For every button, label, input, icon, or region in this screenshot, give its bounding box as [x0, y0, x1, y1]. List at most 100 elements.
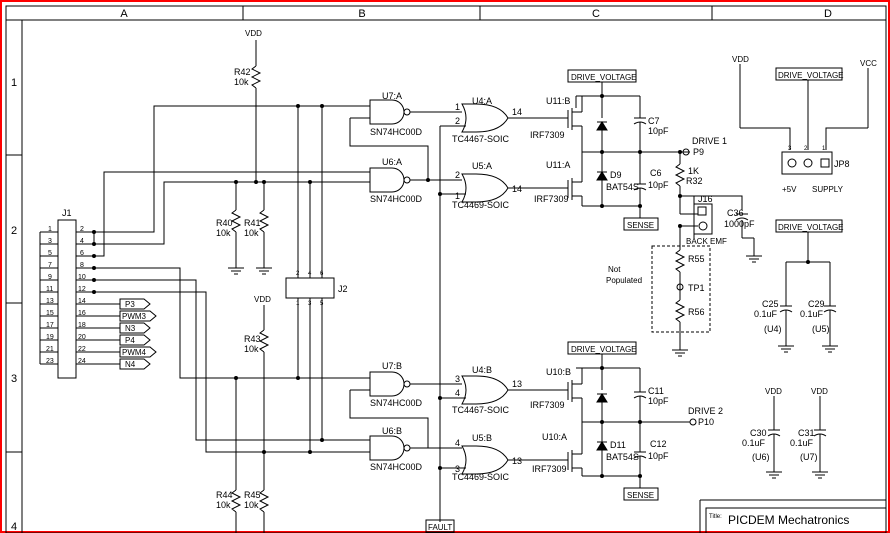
drive1-test-point	[682, 148, 690, 156]
svg-text:24: 24	[78, 358, 86, 365]
row-label-3: 3	[11, 373, 17, 385]
drive-voltage-supply: DRIVE_VOLTAGE	[778, 71, 844, 80]
c12-ref: C12	[650, 439, 667, 449]
nand-gate-u6a	[369, 167, 405, 193]
jp8-label-5v: +5V	[782, 185, 797, 194]
svg-text:7: 7	[48, 262, 52, 269]
j1-connector-body	[57, 219, 77, 379]
sense-label-bottom	[623, 487, 659, 501]
svg-text:3: 3	[308, 301, 312, 307]
driver-u5b	[461, 445, 509, 475]
u7a-ref: U7:A	[382, 91, 402, 101]
row-label-4: 4	[11, 521, 17, 533]
row-label-1: 1	[11, 77, 17, 89]
j1-label: J1	[62, 208, 72, 218]
d9-ref: D9	[610, 170, 622, 180]
signal-p4: P4	[125, 336, 135, 345]
u5a-ref: U5:A	[472, 161, 492, 171]
svg-text:13: 13	[46, 298, 54, 305]
svg-text:4: 4	[80, 238, 84, 245]
title-block-label: Title:	[709, 514, 722, 520]
svg-text:1: 1	[455, 102, 460, 112]
flag-pwm3	[119, 310, 157, 322]
svg-text:4: 4	[455, 438, 460, 448]
signal-pwm3: PWM3	[122, 312, 147, 321]
sense-label-top	[623, 217, 659, 231]
p10-label: P10	[698, 417, 714, 427]
c31-ref: C31	[798, 428, 815, 438]
drive-voltage-label-decoupling	[775, 219, 843, 233]
svg-text:11: 11	[46, 286, 53, 293]
r56-ref: R56	[688, 307, 705, 317]
svg-text:4: 4	[308, 271, 312, 277]
r42-value: 10k	[234, 77, 249, 87]
svg-text:14: 14	[512, 184, 522, 194]
p9-label: P9	[693, 147, 704, 157]
driver-u4a	[461, 103, 509, 133]
svg-text:3: 3	[455, 374, 460, 384]
flag-pwm4	[119, 346, 157, 358]
drive-voltage-bottom: DRIVE_VOLTAGE	[571, 345, 637, 354]
u6b-ref: U6:B	[382, 426, 402, 436]
d11-part: BAT54S	[606, 452, 639, 462]
c30-value: 0.1uF	[742, 438, 766, 448]
j16-connector-body	[693, 203, 713, 235]
driver-u5a	[461, 173, 509, 203]
vdd-r42: VDD	[245, 29, 262, 38]
c30-unit: (U6)	[752, 452, 770, 462]
svg-text:2: 2	[455, 170, 460, 180]
u4a-ref: U4:A	[472, 96, 492, 106]
u6a-ref: U6:A	[382, 157, 402, 167]
d11-ref: D11	[610, 440, 626, 450]
r42-ref: R42	[234, 67, 251, 77]
drawing-frame	[5, 5, 887, 533]
driver-u4b	[461, 375, 509, 405]
row-label-2: 2	[11, 225, 17, 237]
svg-text:2: 2	[455, 116, 460, 126]
r45-value: 10k	[244, 500, 259, 510]
vcc-supply: VCC	[860, 59, 877, 68]
driver-pin-numbers: 1 2 14 2 1 14 3 4 13 4 3 13	[455, 102, 522, 474]
u5a-part: TC4469-SOIC	[452, 200, 510, 210]
drive-voltage-decoupling: DRIVE_VOLTAGE	[778, 223, 844, 232]
jp8-connector-body	[781, 151, 833, 175]
r44-ref: R44	[216, 490, 233, 500]
u6b-part: SN74HC00D	[370, 462, 423, 472]
column-label-b: B	[358, 8, 365, 20]
nand-gate-u6b	[369, 435, 405, 461]
flag-n4	[119, 358, 151, 370]
svg-text:15: 15	[46, 310, 54, 317]
c29-unit: (U5)	[812, 324, 830, 334]
j1-pin-numbers-right: 2 4 6 8 10 12 14 16 18 20 22 24	[78, 226, 86, 365]
svg-text:5: 5	[48, 250, 52, 257]
drive1-label: DRIVE 1	[692, 136, 727, 146]
u4a-part: TC4467-SOIC	[452, 134, 510, 144]
r32-ref: R32	[686, 176, 703, 186]
svg-text:10: 10	[78, 274, 86, 281]
column-label-a: A	[120, 8, 128, 20]
c7-ref: C7	[648, 116, 660, 126]
jp8-pin-numbers: 3 2 1	[788, 146, 826, 152]
sense-top: SENSE	[627, 221, 654, 230]
j2-connector-body	[285, 277, 335, 299]
c11-ref: C11	[648, 386, 664, 396]
svg-text:17: 17	[46, 322, 54, 329]
drive-voltage-label-supply	[775, 67, 843, 81]
column-label-d: D	[824, 8, 832, 20]
c29-value: 0.1uF	[800, 309, 824, 319]
vdd-c30: VDD	[765, 387, 782, 396]
svg-text:2: 2	[804, 146, 808, 152]
title-block	[705, 507, 887, 533]
back-emf-label: BACK EMF	[686, 237, 727, 246]
not-populated-region	[651, 245, 711, 333]
svg-text:20: 20	[78, 334, 86, 341]
svg-text:1: 1	[296, 301, 300, 307]
u10a-ref: U10:A	[542, 432, 567, 442]
c31-value: 0.1uF	[790, 438, 814, 448]
u4b-part: TC4467-SOIC	[452, 405, 510, 415]
c36-ref: C36	[727, 208, 744, 218]
u7b-part: SN74HC00D	[370, 398, 423, 408]
u7b-ref: U7:B	[382, 361, 402, 371]
r45-ref: R45	[244, 490, 261, 500]
